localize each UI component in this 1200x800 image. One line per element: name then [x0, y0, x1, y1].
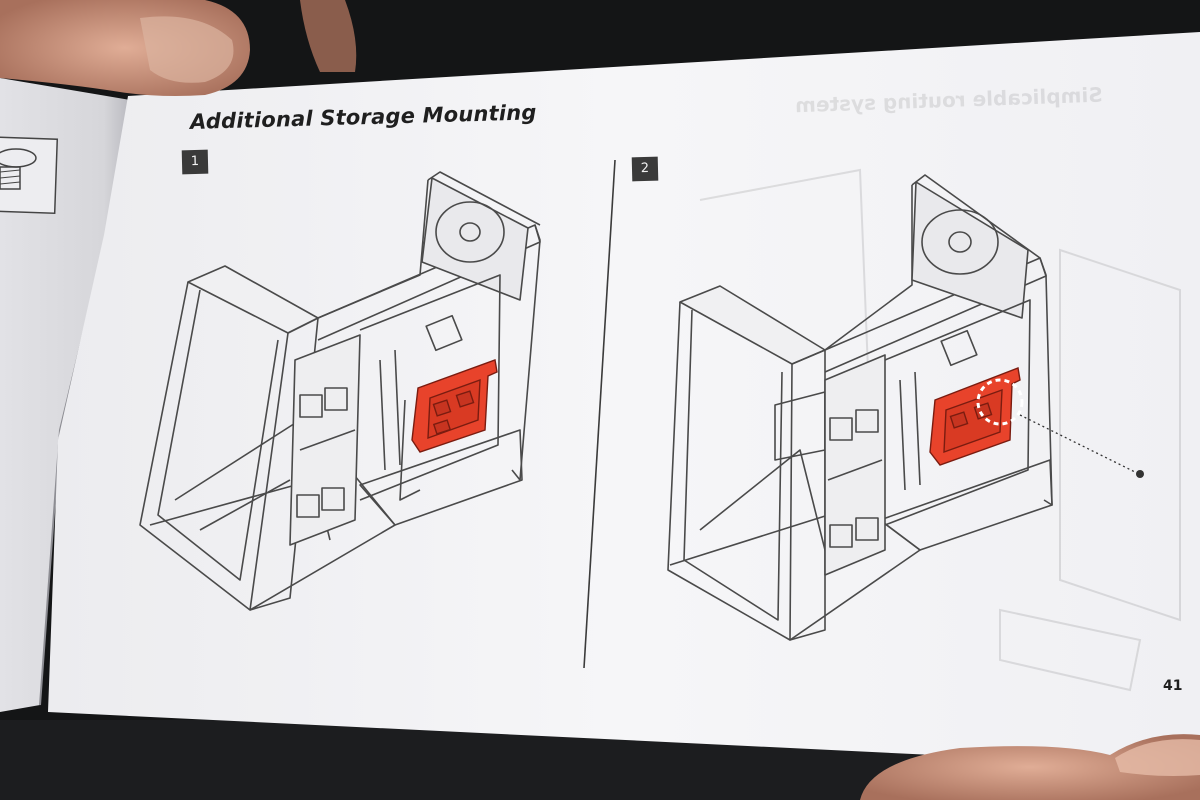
step-divider — [583, 159, 616, 669]
page-number: 41 — [1163, 678, 1183, 694]
step-2-badge: 2 — [631, 156, 659, 182]
right-page — [48, 32, 1200, 765]
screw-path — [1019, 414, 1136, 473]
screw-icon — [1136, 470, 1144, 478]
storage-bracket-step-1 — [411, 359, 498, 453]
screw-icon-box — [0, 136, 59, 215]
step-1-badge: 1 — [181, 149, 209, 175]
dashed-circle-callout — [976, 378, 1024, 426]
hand-top-left — [0, 0, 357, 96]
storage-bracket-step-2 — [929, 367, 1021, 466]
chassis-diagram-step-1 — [139, 171, 541, 611]
chassis-diagram-step-2 — [667, 174, 1053, 641]
left-page — [0, 78, 130, 712]
hand-bottom-right — [860, 734, 1200, 800]
